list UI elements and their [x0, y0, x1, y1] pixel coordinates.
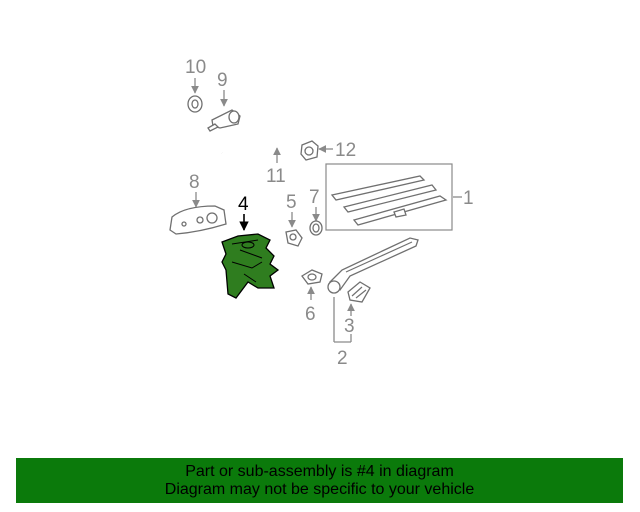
callout-1[interactable]: 1: [463, 188, 474, 209]
part-3-cap: 3: [344, 281, 371, 337]
part-12-clip: 12: [300, 140, 356, 161]
callout-12[interactable]: 12: [335, 140, 356, 161]
callout-11[interactable]: 11: [266, 166, 286, 187]
banner-line-2: Diagram may not be specific to your vehi…: [164, 480, 475, 498]
callout-8[interactable]: 8: [189, 172, 200, 193]
callout-4[interactable]: 4: [238, 194, 249, 215]
callout-2[interactable]: 2: [337, 348, 348, 369]
parts-diagram: 10 9 11 12 1 8: [169, 57, 474, 369]
part-6-pad: 6: [301, 269, 323, 325]
banner-line-1: Part or sub-assembly is #4 in diagram: [185, 462, 454, 480]
info-banner: Part or sub-assembly is #4 in diagram Di…: [16, 458, 623, 503]
part-5-grommet: 5: [285, 192, 303, 247]
part-4-washer-reservoir: 4: [221, 194, 280, 299]
callout-6[interactable]: 6: [305, 304, 316, 325]
callout-5[interactable]: 5: [286, 192, 297, 213]
callout-3[interactable]: 3: [344, 316, 355, 337]
callout-10[interactable]: 10: [185, 57, 206, 78]
part-9-nozzle: 9: [207, 70, 241, 132]
part-7-cap: 7: [309, 187, 323, 236]
callout-7[interactable]: 7: [309, 187, 320, 208]
part-1-wiper-blade: 1: [325, 163, 474, 231]
part-8-cover: 8: [169, 172, 227, 235]
part-11-hose: 11: [220, 139, 301, 187]
part-2-wiper-arm: 2: [327, 237, 419, 369]
part-10-grommet: 10: [185, 57, 206, 113]
callout-9[interactable]: 9: [217, 70, 228, 91]
